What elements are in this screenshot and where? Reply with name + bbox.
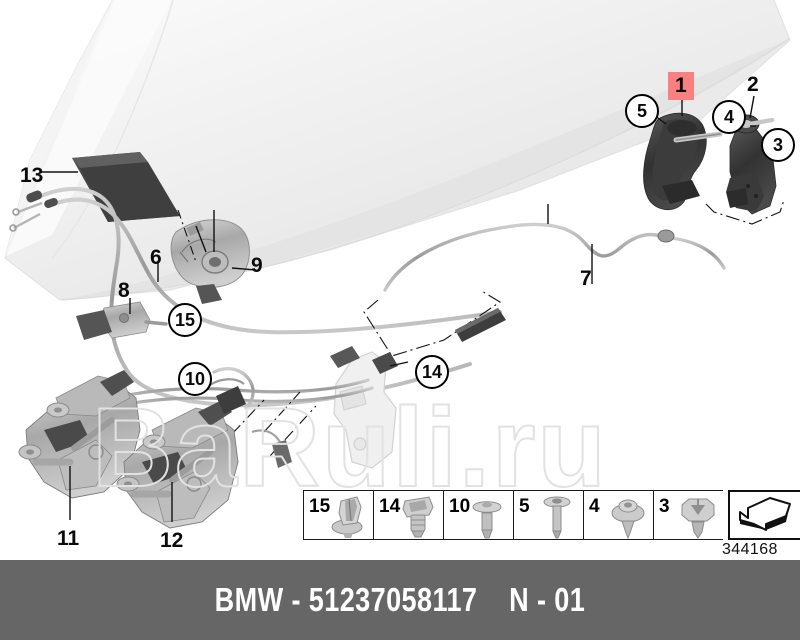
cable-junction-bracket-illustration — [76, 301, 168, 340]
legend-cell-14[interactable]: 14 — [373, 490, 443, 540]
callout-11[interactable]: 11 — [57, 527, 80, 550]
parts-diagram: BaRuli.ru 1 2 3 4 5 6 7 8 9 10 11 12 13 … — [4, 0, 800, 558]
legend-number-15: 15 — [309, 496, 331, 517]
callout-13[interactable]: 13 — [20, 164, 44, 187]
drawing-code: 344168 — [722, 541, 778, 558]
legend-number-10: 10 — [449, 496, 471, 517]
legend-number-3: 3 — [659, 496, 670, 517]
collar-screw-icon — [611, 499, 645, 539]
callout-10[interactable]: 10 — [178, 362, 212, 396]
part-number-text: BMW - 51237058117 N - 01 — [214, 581, 586, 618]
hood-hinge-cluster-illustration — [643, 112, 777, 215]
flat-head-pin-icon — [543, 496, 571, 539]
footer-bar: BMW - 51237058117 N - 01 — [0, 560, 800, 640]
diagram-artwork — [4, 0, 791, 529]
legend-cell-4[interactable]: 4 — [583, 490, 653, 540]
legend-number-14: 14 — [379, 496, 401, 517]
push-pin-rivet-icon — [472, 501, 502, 539]
bracket-clip-dark — [372, 352, 398, 374]
legend-cell-5[interactable]: 5 — [513, 490, 583, 540]
callout-12[interactable]: 12 — [160, 529, 184, 552]
orientation-arrow-cell — [728, 490, 800, 540]
hood-lock-actuator-illustration — [170, 219, 250, 304]
mounting-outline-dashdot — [363, 289, 502, 357]
hex-flange-screw-icon — [681, 498, 715, 539]
callout-4[interactable]: 4 — [712, 100, 746, 134]
expanding-rivet-icon — [402, 496, 434, 538]
callout-14[interactable]: 14 — [415, 355, 449, 389]
callout-9[interactable]: 9 — [251, 254, 263, 277]
latch-assembly-right-illustration — [116, 378, 246, 529]
callout-1[interactable]: 1 — [668, 72, 694, 100]
legend-number-5: 5 — [519, 496, 530, 517]
orientation-arrow-icon — [739, 497, 791, 531]
small-connector-right — [251, 429, 292, 468]
callout-8[interactable]: 8 — [118, 279, 130, 302]
release-cable-illustration — [383, 222, 726, 292]
callout-2[interactable]: 2 — [747, 73, 759, 96]
fastener-legend: 15 14 10 — [303, 490, 800, 540]
legend-cell-3[interactable]: 3 — [653, 490, 723, 540]
callout-6[interactable]: 6 — [150, 246, 162, 269]
legend-cell-10[interactable]: 10 — [443, 490, 513, 540]
callout-15[interactable]: 15 — [168, 303, 202, 337]
clip-rotating-fastener-icon — [331, 496, 363, 538]
legend-cell-15[interactable]: 15 — [303, 490, 373, 540]
mounting-outline-topright — [705, 199, 785, 225]
latch-assembly-left-illustration — [18, 370, 141, 499]
cable-end-fittings — [9, 190, 58, 232]
callout-5[interactable]: 5 — [625, 94, 659, 128]
callout-7[interactable]: 7 — [580, 267, 592, 290]
legend-number-4: 4 — [589, 496, 600, 517]
callout-3[interactable]: 3 — [761, 128, 795, 162]
cable-guide-strip-illustration — [455, 308, 506, 342]
